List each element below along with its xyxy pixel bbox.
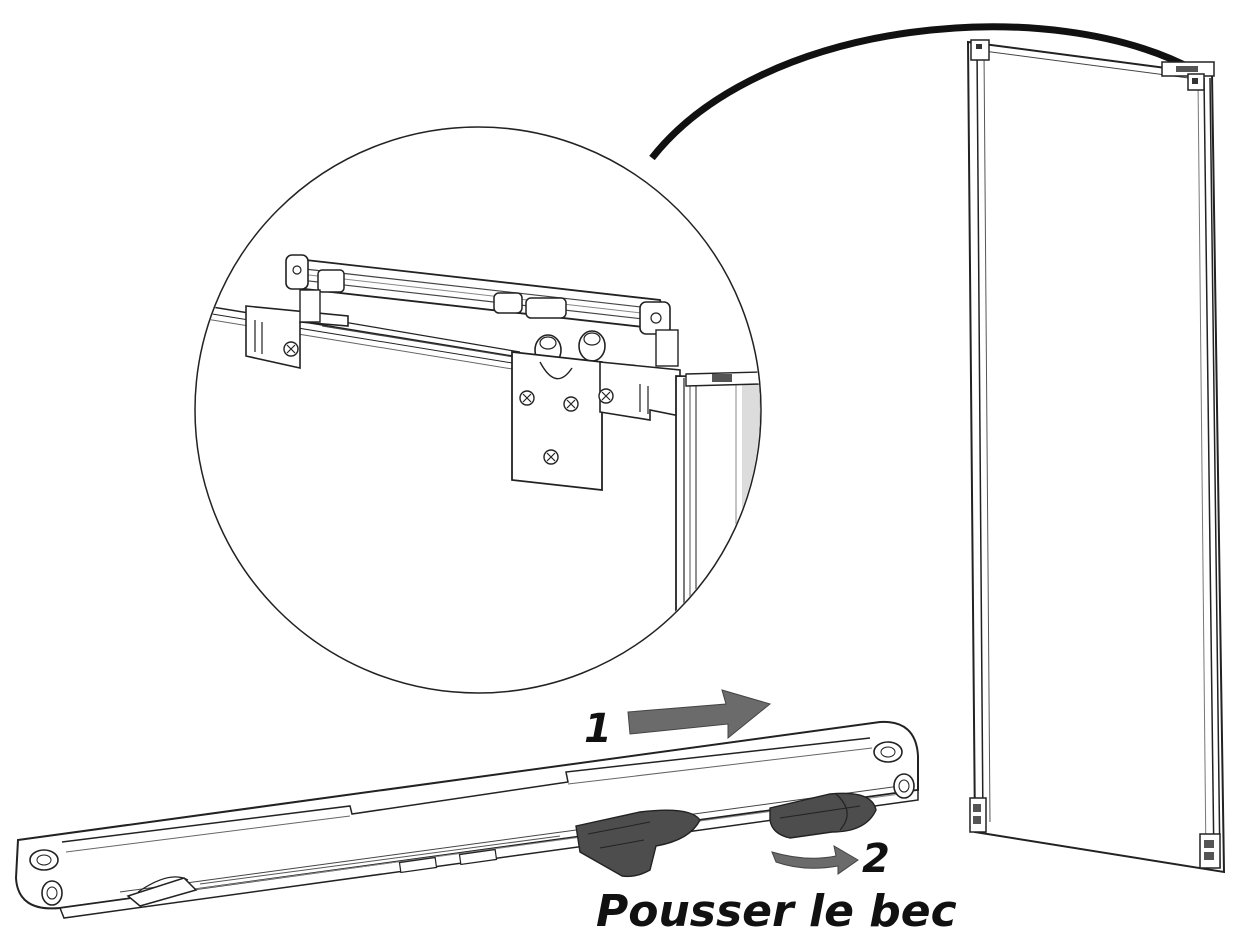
- door-panel: [966, 39, 1226, 874]
- instruction-text: Pousser le bec: [596, 886, 957, 935]
- curved-arrow-icon: [771, 845, 859, 875]
- step-1-label: 1: [584, 706, 612, 752]
- latch-bec-left: [575, 809, 701, 878]
- right-arrow-icon: [627, 689, 772, 740]
- zoom-connector-curve: [649, 23, 1200, 161]
- step-2-label: 2: [862, 836, 890, 882]
- damper-unit: [14, 720, 919, 919]
- zoom-detail-circle: [194, 126, 762, 694]
- latch-bec-right: [769, 792, 877, 839]
